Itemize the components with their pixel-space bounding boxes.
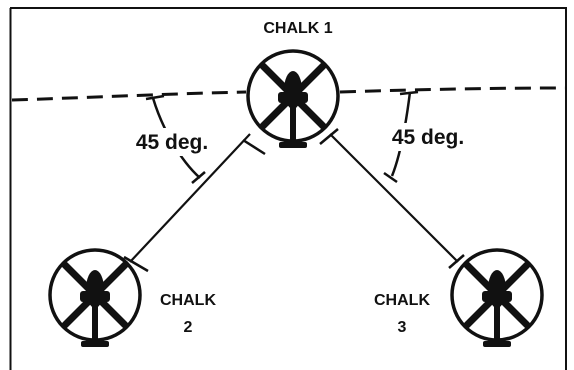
angle-left-label: 45 deg. [136,131,208,154]
line-right-end-top [319,128,339,145]
chalk-2-label-line2: 2 [184,319,193,336]
angle-arc-right-tick-top [399,90,419,96]
line-left-end-bottom [123,255,149,273]
angle-right-label: 45 deg. [392,126,464,149]
chalk-2-label-line1: CHALK [160,292,216,309]
chalk-3-label-line2: 3 [398,319,407,336]
angle-left-label-bg [126,128,218,156]
helicopter-icon-chalk-3 [452,250,542,347]
helicopter-icon-chalk-1 [248,51,338,148]
angle-arc-left-tick-top [145,94,165,101]
reference-dashed-line [11,86,567,102]
angle-right-label-bg [382,123,474,151]
chalk-1-label: CHALK 1 [263,20,332,37]
angle-arc-right-tick-bottom [383,171,398,184]
formation-line-left [129,133,251,263]
chalk-3-label-line1: CHALK [374,292,430,309]
line-left-end-top [242,138,266,156]
line-right-end-bottom [448,254,465,269]
helicopter-icon-chalk-2 [50,250,140,347]
angle-arc-left-tick-bottom [191,171,206,184]
formation-line-right [329,133,459,263]
